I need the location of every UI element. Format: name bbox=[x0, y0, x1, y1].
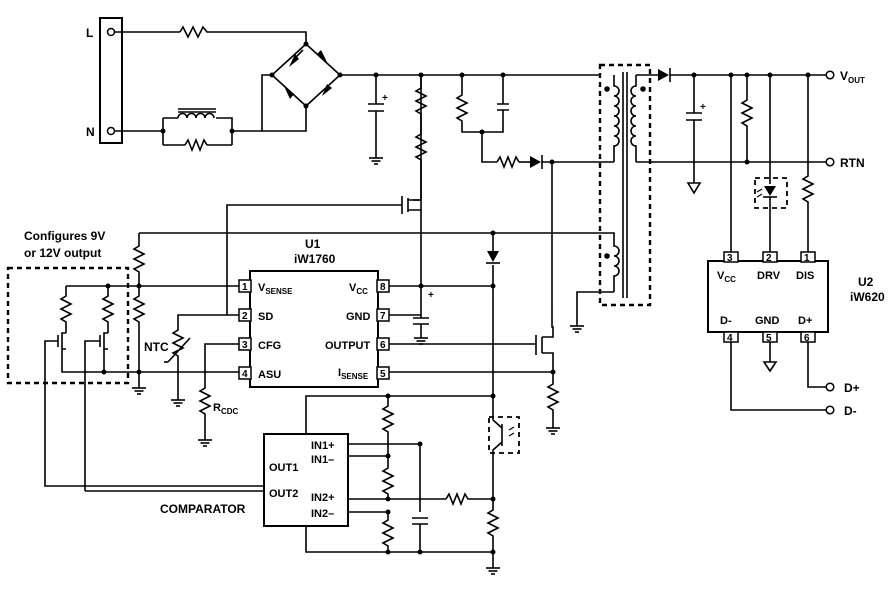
svg-text:GND: GND bbox=[755, 315, 780, 327]
svg-text:CFG: CFG bbox=[258, 340, 281, 352]
svg-text:+: + bbox=[428, 290, 434, 301]
comparator-label: COMPARATOR bbox=[160, 502, 246, 516]
svg-text:IN2–: IN2– bbox=[311, 508, 334, 520]
rtn-label: RTN bbox=[840, 156, 865, 170]
svg-text:DIS: DIS bbox=[796, 270, 814, 282]
svg-text:D+: D+ bbox=[798, 315, 812, 327]
svg-text:OUT1: OUT1 bbox=[269, 462, 298, 474]
svg-text:OUT2: OUT2 bbox=[269, 488, 298, 500]
fuse-resistor bbox=[179, 25, 210, 39]
filter-inductor bbox=[177, 112, 215, 119]
svg-text:4: 4 bbox=[727, 333, 733, 344]
filter-resistor bbox=[184, 137, 208, 153]
u1-wiring: + NTC RCDC bbox=[131, 75, 615, 447]
svg-text:4: 4 bbox=[242, 369, 248, 380]
svg-text:6: 6 bbox=[380, 340, 386, 351]
vout-label: V bbox=[840, 69, 848, 83]
svg-text:D-: D- bbox=[720, 315, 732, 327]
u1-ref: U1 bbox=[305, 237, 321, 251]
rcdc-sub: CDC bbox=[221, 407, 239, 416]
transformer bbox=[569, 63, 652, 333]
bulk-capacitor: + bbox=[368, 72, 388, 165]
neutral-terminal-label: N bbox=[86, 125, 95, 139]
svg-text:ASU: ASU bbox=[258, 369, 281, 381]
snubber-resistor bbox=[496, 154, 520, 170]
rtn-terminal bbox=[825, 157, 835, 167]
svg-text:ISENSE: ISENSE bbox=[338, 367, 369, 381]
dminus-terminal bbox=[825, 405, 835, 415]
svg-text:IN1+: IN1+ bbox=[311, 440, 335, 452]
snubber-network bbox=[455, 72, 614, 170]
svg-text:5: 5 bbox=[766, 333, 772, 344]
svg-text:1: 1 bbox=[804, 253, 810, 264]
svg-text:5: 5 bbox=[380, 369, 386, 380]
svg-text:2: 2 bbox=[242, 311, 248, 322]
u1-chip: 1 2 3 4 8 7 6 5 VSENSE SD CFG ASU VCC GN… bbox=[238, 237, 390, 388]
output-config-block: Configures 9V or 12V output bbox=[6, 229, 265, 492]
u2-ref: U2 bbox=[858, 275, 874, 289]
bridge-rectifier bbox=[262, 41, 600, 132]
svg-text:RCDC: RCDC bbox=[213, 402, 239, 416]
config-note-line1: Configures 9V bbox=[24, 229, 105, 243]
ntc-label: NTC bbox=[144, 340, 169, 354]
svg-text:2: 2 bbox=[766, 253, 772, 264]
svg-text:3: 3 bbox=[727, 253, 733, 264]
vout-terminal bbox=[825, 70, 835, 80]
line-terminal-label: L bbox=[86, 26, 93, 40]
svg-text:7: 7 bbox=[380, 311, 386, 322]
svg-text:+: + bbox=[382, 93, 388, 104]
svg-text:1: 1 bbox=[242, 282, 248, 293]
svg-text:VSENSE: VSENSE bbox=[258, 282, 293, 296]
dplus-label: D+ bbox=[844, 381, 860, 395]
config-note-line2: or 12V output bbox=[24, 246, 101, 260]
dminus-label: D- bbox=[844, 404, 857, 418]
rcdc-label: R bbox=[213, 402, 221, 414]
svg-text:DRV: DRV bbox=[757, 270, 781, 282]
output-terminals: VOUT RTN bbox=[825, 69, 865, 170]
input-wiring bbox=[115, 25, 307, 153]
svg-text:6: 6 bbox=[804, 333, 810, 344]
svg-text:VCC: VCC bbox=[717, 270, 736, 284]
svg-text:IN1–: IN1– bbox=[311, 454, 334, 466]
dplus-terminal bbox=[825, 382, 835, 392]
secondary-side: + bbox=[636, 68, 826, 252]
u1-part: iW1760 bbox=[294, 252, 336, 266]
u2-chip: 3 2 1 4 5 6 VCC DRV DIS D- GND D+ U2 iW6… bbox=[707, 251, 885, 418]
svg-text:SD: SD bbox=[258, 311, 273, 323]
u2-part: iW620 bbox=[850, 290, 885, 304]
svg-text:IN2+: IN2+ bbox=[311, 492, 335, 504]
svg-text:3: 3 bbox=[242, 340, 248, 351]
ac-input-connector: L N bbox=[86, 17, 123, 144]
svg-text:VCC: VCC bbox=[349, 282, 368, 296]
svg-text:OUTPUT: OUTPUT bbox=[325, 340, 371, 352]
svg-text:8: 8 bbox=[380, 282, 386, 293]
vout-sub: OUT bbox=[848, 76, 865, 85]
startup-resistors bbox=[413, 72, 428, 201]
svg-text:GND: GND bbox=[346, 311, 371, 323]
comparator: OUT1 OUT2 IN1+ IN1– IN2+ IN2– COMPARATOR bbox=[160, 286, 520, 575]
svg-text:VOUT: VOUT bbox=[840, 69, 865, 85]
hysteresis-resistor bbox=[445, 491, 493, 507]
svg-text:+: + bbox=[700, 102, 706, 113]
